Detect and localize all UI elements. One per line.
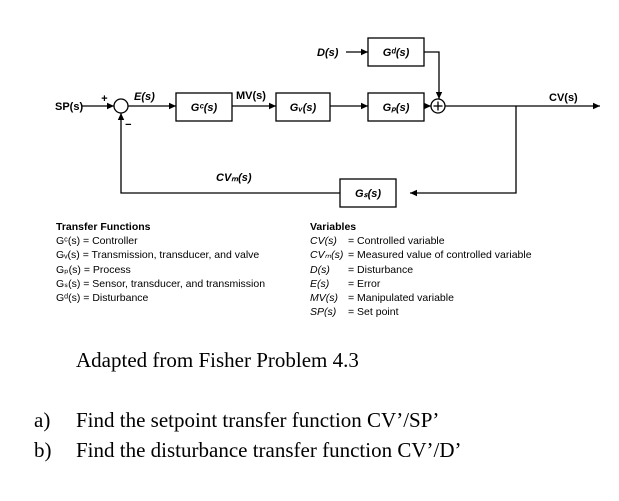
variable-desc: = Manipulated variable bbox=[348, 292, 454, 305]
variable-symbol: CVₘ(s) bbox=[310, 249, 344, 262]
variable-item: E(s) = Error bbox=[310, 277, 532, 291]
valve-label: Gᵥ(s) bbox=[290, 102, 317, 114]
variable-item: SP(s) = Set point bbox=[310, 305, 532, 319]
transfer-functions-legend: Transfer Functions Gᶜ(s) = Controller Gᵥ… bbox=[56, 220, 265, 305]
error-label: E(s) bbox=[134, 91, 155, 103]
block-diagram: Gᶜ(s) Gᵥ(s) Gₚ(s) Gᵈ(s) Gₛ(s) SP(s) + − … bbox=[55, 37, 600, 208]
variable-symbol: D(s) bbox=[310, 263, 330, 276]
controller-block bbox=[175, 92, 233, 122]
variables-title: Variables bbox=[310, 221, 357, 233]
tf-item: Gᵈ(s) = Disturbance bbox=[56, 292, 149, 305]
question-text: Find the disturbance transfer function C… bbox=[76, 438, 462, 462]
disturbance-output-line bbox=[424, 51, 443, 99]
variable-item: MV(s) = Manipulated variable bbox=[310, 291, 532, 305]
sensor-block bbox=[339, 178, 397, 208]
variables-legend: Variables CV(s) = Controlled variable CVₘ… bbox=[310, 220, 532, 319]
feedback-cvm-line bbox=[117, 113, 340, 194]
variable-symbol: CV(s) bbox=[310, 235, 337, 248]
sensor-label: Gₛ(s) bbox=[355, 188, 381, 200]
question-text: Find the setpoint transfer function CV’/… bbox=[76, 408, 440, 432]
variable-symbol: E(s) bbox=[310, 277, 330, 290]
transfer-functions-title: Transfer Functions bbox=[56, 221, 151, 233]
valve-block bbox=[275, 92, 331, 122]
variable-symbol: SP(s) bbox=[310, 306, 337, 319]
d-label: D(s) bbox=[317, 47, 339, 59]
variable-desc: = Set point bbox=[348, 306, 399, 319]
question-label: a) bbox=[34, 408, 51, 432]
question-label: b) bbox=[34, 438, 52, 462]
mv-label: MV(s) bbox=[236, 90, 266, 102]
setpoint-summing-junction bbox=[113, 98, 129, 114]
variable-desc: = Measured value of controlled variable bbox=[348, 249, 532, 262]
disturbance-block bbox=[367, 37, 425, 67]
variable-desc: = Disturbance bbox=[348, 263, 414, 276]
tf-item: Gₚ(s) = Process bbox=[56, 263, 131, 276]
tf-item: Gᶜ(s) = Controller bbox=[56, 235, 138, 248]
minus-sign-label: − bbox=[125, 119, 132, 131]
tf-item: Gₛ(s) = Sensor, transducer, and transmis… bbox=[56, 277, 266, 290]
feedback-to-sensor-line bbox=[410, 106, 517, 197]
sp-label: SP(s) bbox=[55, 101, 83, 113]
cv-label: CV(s) bbox=[549, 92, 578, 104]
variable-item: CV(s) = Controlled variable bbox=[310, 234, 532, 248]
variable-desc: = Controlled variable bbox=[348, 235, 445, 248]
variable-symbol: MV(s) bbox=[310, 292, 338, 305]
variable-item: CVₘ(s) = Measured value of controlled var… bbox=[310, 248, 532, 262]
cvm-label: CVₘ(s) bbox=[216, 172, 252, 184]
disturbance-tf-label: Gᵈ(s) bbox=[383, 47, 410, 59]
tf-item: Gᵥ(s) = Transmission, transducer, and va… bbox=[56, 249, 260, 262]
figure-caption: Adapted from Fisher Problem 4.3 bbox=[76, 348, 359, 372]
plus-sign-label: + bbox=[101, 93, 108, 105]
controller-label: Gᶜ(s) bbox=[191, 102, 218, 114]
variable-item: D(s) = Disturbance bbox=[310, 263, 532, 277]
variable-desc: = Error bbox=[348, 277, 381, 290]
process-block bbox=[367, 92, 425, 122]
question-b: b) Find the disturbance transfer function… bbox=[34, 438, 462, 463]
question-a: a) Find the setpoint transfer function CV… bbox=[34, 408, 439, 433]
process-label: Gₚ(s) bbox=[383, 102, 410, 114]
